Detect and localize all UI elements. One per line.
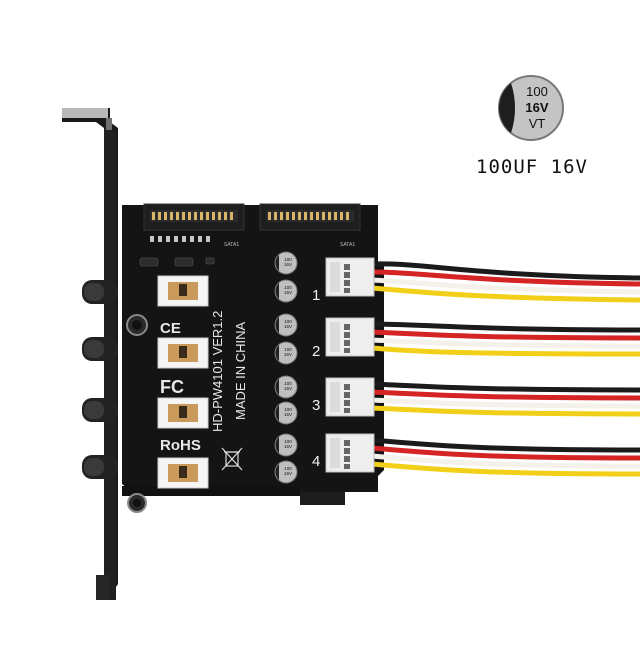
board-origin: MADE IN CHINA	[233, 321, 248, 420]
sata-label-right: SATA1	[340, 242, 355, 248]
svg-text:16V: 16V	[284, 324, 292, 329]
mounting-holes	[126, 314, 148, 513]
smd-components	[139, 257, 215, 267]
svg-text:100: 100	[284, 319, 292, 324]
svg-text:100: 100	[284, 407, 292, 412]
connector-2	[325, 317, 375, 357]
switch-3	[157, 397, 209, 429]
capacitor-7: 100 16V	[274, 433, 298, 457]
sata-connector-left	[143, 203, 245, 242]
capacitor-8: 100 16V	[274, 460, 298, 484]
capacitor-badge-line1: 100	[526, 84, 548, 99]
connector-3	[325, 377, 375, 417]
board-model: HD-PW4101 VER1.2	[210, 311, 225, 432]
switch-cap-2	[82, 337, 118, 361]
weee-bin-icon	[221, 447, 243, 471]
bracket-buttons	[82, 280, 118, 479]
wire-bundle-3	[371, 381, 640, 417]
switch-1	[157, 275, 209, 307]
connector-4	[325, 433, 375, 473]
port-number-1: 1	[312, 287, 320, 304]
capacitor-badge: 100 16V VT	[498, 75, 564, 141]
wire-bundle-4	[371, 437, 640, 477]
rohs-mark: RoHS	[160, 437, 201, 454]
capacitor-1: 100 16V	[274, 251, 298, 275]
capacitor-3: 100 16V	[274, 313, 298, 337]
port-numbers: 1 2 3 4	[312, 287, 320, 470]
switch-2	[157, 337, 209, 369]
fc-mark: FC	[160, 377, 184, 397]
svg-text:16V: 16V	[284, 290, 292, 295]
capacitors: 100 16V 100 16V 100 16V 100 16V	[274, 251, 298, 484]
silkscreen: CE FC RoHS HD-PW4101 VER1.2 MADE IN CHIN…	[160, 311, 248, 471]
sata-label-left: SATA1	[224, 242, 239, 248]
port-number-2: 2	[312, 343, 320, 360]
port-number-3: 3	[312, 397, 320, 414]
svg-text:16V: 16V	[284, 386, 292, 391]
connector-1	[325, 257, 375, 297]
capacitor-caption: 100UF 16V	[476, 156, 588, 178]
switch-cap-3	[82, 398, 118, 422]
switches	[157, 275, 209, 489]
svg-text:100: 100	[284, 285, 292, 290]
svg-text:100: 100	[284, 257, 292, 262]
svg-text:16V: 16V	[284, 262, 292, 267]
svg-text:100: 100	[284, 439, 292, 444]
sata-connector-right: SATA1 SATA1	[224, 203, 361, 248]
switch-cap-4	[82, 455, 118, 479]
switch-4	[157, 457, 209, 489]
port-number-4: 4	[312, 453, 320, 470]
wire-bundle-1	[371, 261, 640, 303]
svg-text:100: 100	[284, 347, 292, 352]
svg-text:100: 100	[284, 381, 292, 386]
capacitor-badge-line3: VT	[529, 116, 546, 131]
fan-connectors	[325, 257, 375, 473]
capacitor-6: 100 16V	[274, 401, 298, 425]
wire-bundle-2	[371, 321, 640, 357]
svg-text:16V: 16V	[284, 352, 292, 357]
wire-bundles	[371, 261, 640, 477]
capacitor-5: 100 16V	[274, 375, 298, 399]
ce-mark: CE	[160, 320, 181, 337]
capacitor-badge-line2: 16V	[525, 100, 548, 115]
capacitor-2: 100 16V	[274, 279, 298, 303]
svg-text:16V: 16V	[284, 412, 292, 417]
svg-text:100: 100	[284, 466, 292, 471]
svg-text:16V: 16V	[284, 444, 292, 449]
switch-cap-1	[82, 280, 118, 304]
svg-text:16V: 16V	[284, 471, 292, 476]
capacitor-4: 100 16V	[274, 341, 298, 365]
